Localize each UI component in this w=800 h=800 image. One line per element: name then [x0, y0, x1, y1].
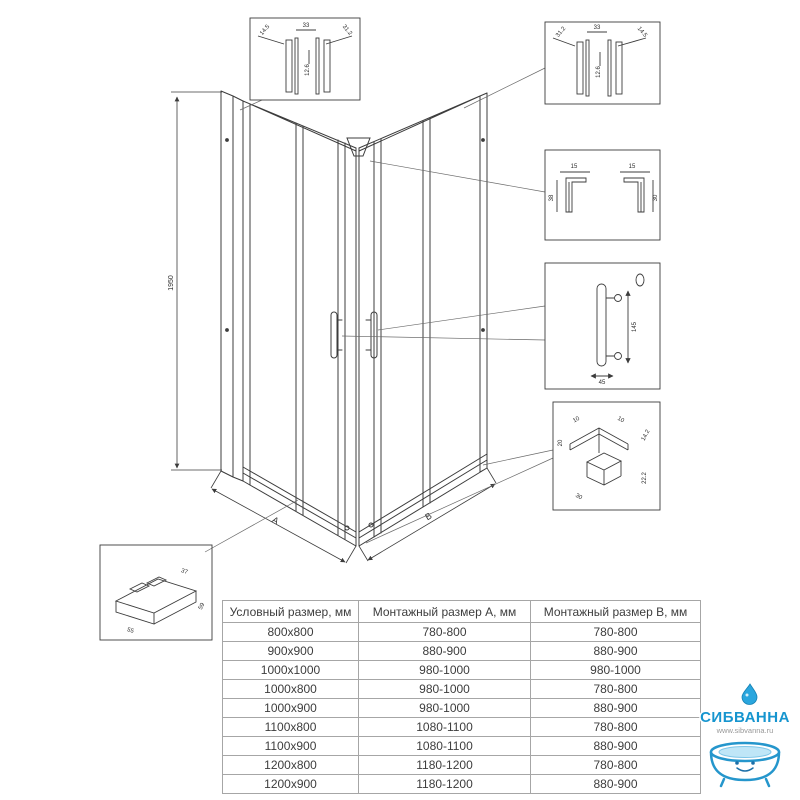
- dim-label: 14.5: [636, 26, 649, 39]
- size-cell: 880-900: [530, 774, 701, 794]
- dim-label: 15: [629, 164, 636, 170]
- dim-label: 55: [126, 627, 135, 635]
- col-header-mount-size-a: Монтажный размер A, мм: [358, 600, 531, 623]
- callout-leaders: [204, 67, 554, 553]
- size-cell: 1180-1200: [358, 774, 531, 794]
- dim-label: 45: [599, 380, 606, 386]
- size-cell: 1200x800: [222, 755, 359, 775]
- dim-label: 20: [558, 439, 564, 446]
- dim-label: 14.2: [641, 428, 652, 442]
- brand-url: www.sibvanna.ru: [716, 726, 774, 735]
- brand-name: СИБВАННА: [700, 709, 790, 726]
- dim-label: 10: [616, 416, 625, 425]
- shower-enclosure: [220, 90, 488, 547]
- size-table: Условный размер, мм Монтажный размер A, …: [222, 600, 701, 794]
- size-cell: 980-1000: [530, 660, 701, 680]
- size-cell: 780-800: [358, 622, 531, 642]
- detail-wall-profile: [544, 149, 661, 241]
- dim-label: 22.2: [642, 472, 648, 484]
- dim-a-label: A: [270, 515, 280, 527]
- size-cell: 1080-1100: [358, 736, 531, 756]
- bathtub-mascot: [709, 741, 781, 788]
- detail-corner-connector: [552, 401, 661, 511]
- size-cell: 980-1000: [358, 660, 531, 680]
- detail-top-left-profile: [249, 17, 361, 101]
- dim-label: 12.6: [596, 66, 602, 78]
- detail-handle: [544, 262, 661, 390]
- dim-label: 59: [198, 602, 207, 611]
- table-header-row: Условный размер, мм Монтажный размер A, …: [222, 600, 701, 623]
- dim-label: 14.5: [259, 23, 272, 36]
- col-header-mount-size-b: Монтажный размер B, мм: [530, 600, 701, 623]
- door-handle-left: [330, 311, 343, 359]
- dim-label: 33: [303, 23, 310, 29]
- detail-top-right-profile: [544, 21, 661, 105]
- size-cell: 1080-1100: [358, 717, 531, 737]
- size-cell: 1180-1200: [358, 755, 531, 775]
- size-cell: 1000x900: [222, 698, 359, 718]
- dim-b-label: B: [423, 511, 433, 523]
- size-cell: 780-800: [530, 622, 701, 642]
- size-cell: 1100x800: [222, 717, 359, 737]
- dim-label: 31.2: [341, 24, 354, 37]
- col-header-nominal-size: Условный размер, мм: [222, 600, 359, 623]
- size-cell: 880-900: [358, 641, 531, 661]
- dim-label: 15: [571, 164, 578, 170]
- height-dim-label: 1950: [168, 275, 175, 291]
- size-cell: 900x900: [222, 641, 359, 661]
- size-cell: 780-800: [530, 717, 701, 737]
- watermark: СИБВАННА www.sibvanna.ru: [699, 683, 791, 788]
- dim-label: 33: [594, 25, 601, 31]
- dim-label: 10: [572, 416, 581, 425]
- dim-label: 12.6: [305, 64, 311, 76]
- size-cell: 980-1000: [358, 698, 531, 718]
- size-cell: 1000x800: [222, 679, 359, 699]
- size-cell: 880-900: [530, 641, 701, 661]
- size-cell: 1100x900: [222, 736, 359, 756]
- dim-label: 38: [549, 194, 555, 201]
- water-drop-icon: [741, 683, 758, 705]
- detail-bottom-rail: [99, 544, 213, 641]
- dim-label: 30: [574, 493, 583, 502]
- dim-label: 31.2: [555, 25, 568, 38]
- size-cell: 1200x900: [222, 774, 359, 794]
- door-handle-right: [365, 311, 378, 359]
- dimensions: [171, 91, 497, 564]
- size-cell: 780-800: [530, 679, 701, 699]
- size-cell: 800x800: [222, 622, 359, 642]
- size-cell: 980-1000: [358, 679, 531, 699]
- dim-label: 145: [632, 321, 638, 332]
- size-cell: 780-800: [530, 755, 701, 775]
- size-cell: 880-900: [530, 698, 701, 718]
- size-cell: 880-900: [530, 736, 701, 756]
- dim-label: 30: [653, 194, 659, 201]
- size-cell: 1000x1000: [222, 660, 359, 680]
- dim-label: 37: [180, 568, 189, 576]
